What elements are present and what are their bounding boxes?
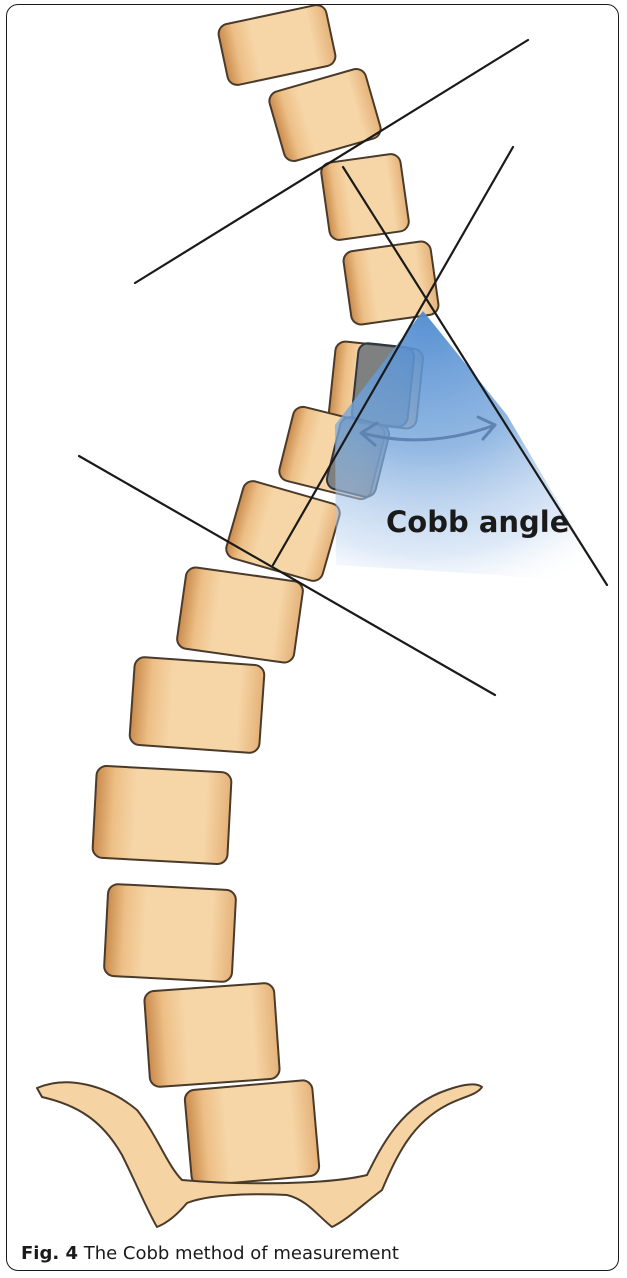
cobb-angle-illustration: Cobb angle — [7, 5, 619, 1230]
vertebra — [176, 566, 304, 664]
vertebra — [144, 983, 280, 1088]
vertebra — [184, 1080, 320, 1187]
caption-text: The Cobb method of measurement — [78, 1243, 399, 1264]
vertebra — [217, 5, 337, 87]
vertebra — [342, 240, 439, 326]
vertebra — [104, 884, 237, 983]
figure-frame: Cobb angle Fig. 4 The Cobb method of mea… — [6, 4, 619, 1271]
vertebra — [129, 657, 265, 754]
cobb-angle-label: Cobb angle — [386, 505, 569, 539]
vertebra — [92, 766, 232, 865]
vertebra — [267, 67, 383, 164]
vertebra — [224, 479, 342, 583]
vertebrae-group — [92, 5, 440, 1186]
figure-number: Fig. 4 — [21, 1243, 78, 1264]
figure-caption: Fig. 4 The Cobb method of measurement — [21, 1243, 399, 1264]
vertebra — [320, 153, 410, 241]
